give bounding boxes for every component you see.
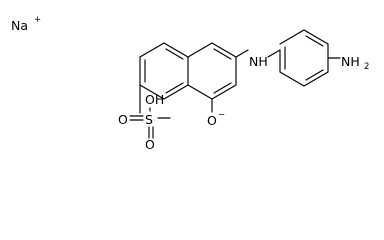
molecule-structure: Na + NH [11, 15, 369, 152]
oxide-group: O − [207, 98, 225, 128]
nh2-label: NH [341, 54, 360, 69]
bond [279, 71, 305, 87]
sulfonic-acid-group: OH S O O [118, 84, 171, 152]
oxygen-bottom-label: O [145, 137, 155, 152]
double-bond [305, 35, 324, 47]
nh-label: NH [249, 54, 268, 69]
double-bond [213, 48, 232, 60]
bond [235, 49, 249, 58]
aminophenyl-ring [279, 29, 341, 87]
sodium-symbol: Na [11, 18, 28, 33]
bond [267, 49, 281, 58]
double-bond [165, 82, 184, 94]
bond [279, 29, 305, 45]
sulfur-label: S [145, 112, 153, 127]
bond [187, 84, 213, 100]
oxide-label: O [207, 113, 217, 128]
double-bond [305, 69, 324, 81]
bond [163, 42, 189, 58]
amino-group: NH 2 [341, 54, 369, 72]
bond [163, 84, 189, 100]
double-bond [165, 48, 184, 60]
bond [303, 71, 329, 87]
bond [139, 84, 165, 100]
sodium-ion: Na + [11, 15, 41, 33]
bond [303, 29, 329, 45]
double-bond [213, 82, 232, 94]
naphthalene-left-ring [139, 42, 189, 100]
bond [139, 42, 165, 58]
bond [211, 42, 237, 58]
bond [211, 84, 237, 100]
oh-label: OH [145, 92, 164, 107]
oxygen-left-label: O [118, 112, 128, 127]
bond [187, 42, 213, 58]
amine-linker: NH [235, 49, 281, 69]
sodium-charge: + [34, 15, 41, 25]
naphthalene-right-ring [187, 42, 237, 100]
oxide-charge: − [218, 110, 225, 120]
nh2-subscript: 2 [364, 62, 369, 72]
